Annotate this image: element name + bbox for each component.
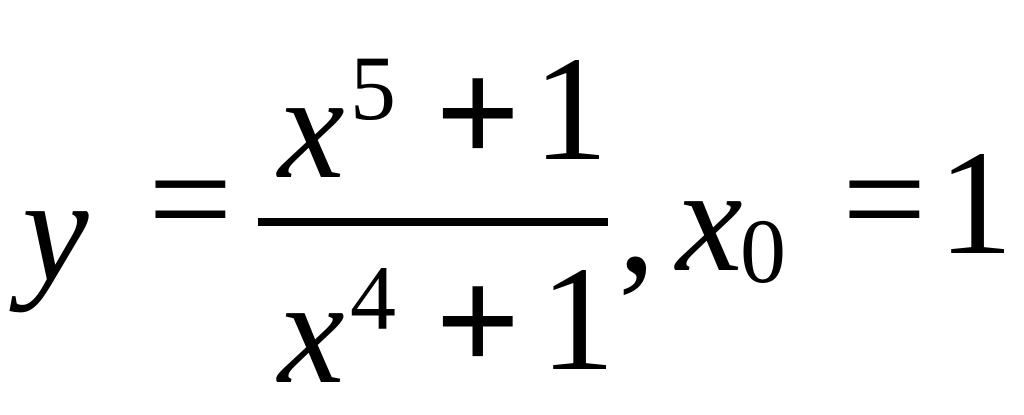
point-variable-x: x [676, 137, 743, 303]
comma-separator: , [618, 139, 656, 305]
numerator-variable-x: x [278, 44, 345, 210]
denominator-constant: 1 [540, 236, 615, 402]
variable-y: y [22, 147, 89, 313]
denominator-plus-sign: + [435, 238, 521, 404]
numerator-constant: 1 [533, 26, 608, 192]
point-subscript: 0 [740, 200, 786, 302]
numerator-exponent: 5 [350, 37, 396, 139]
numerator-plus-sign: + [435, 30, 521, 196]
denominator-variable-x: x [278, 249, 345, 415]
fraction-bar [258, 218, 608, 226]
point-value: 1 [938, 120, 1013, 286]
equals-sign: = [148, 116, 233, 282]
denominator-exponent: 4 [350, 247, 396, 349]
point-equals-sign: = [842, 116, 927, 282]
